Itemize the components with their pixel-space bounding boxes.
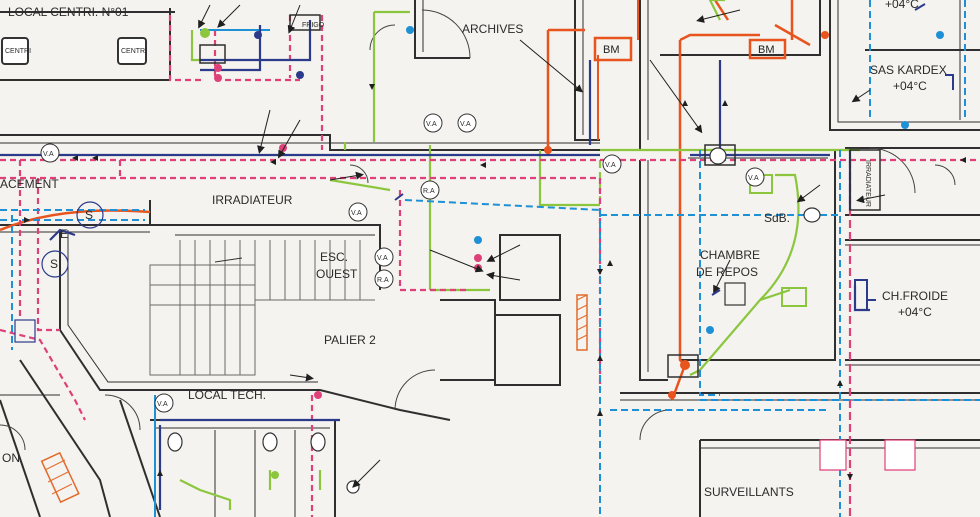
room-chambre-line1: CHAMBRE	[700, 248, 760, 262]
frigo-label: FRIGO	[302, 22, 325, 29]
green-network	[179, 0, 860, 510]
s-label-2: S	[50, 257, 58, 271]
room-top-right-temp: +04°C	[885, 0, 919, 11]
room-ch-froide: CH.FROIDE	[882, 289, 948, 303]
sensor-circles: S S	[41, 201, 104, 278]
bm-label-right: BM	[758, 44, 775, 56]
room-sas-kardex-temp: +04°C	[893, 79, 927, 93]
room-sdb: SdB.	[764, 211, 790, 225]
room-local-tech: LOCAL TECH.	[188, 388, 266, 402]
room-archives: ARCHIVES	[462, 22, 523, 36]
stair-treads	[149, 240, 375, 376]
va-label: V.A	[43, 151, 54, 158]
irradiateur-tag: IRRADIATEUR	[864, 160, 871, 207]
va-label: V.A	[748, 175, 759, 182]
hazard-hatch	[40, 294, 588, 504]
door-swings	[0, 9, 956, 451]
line-arrowheads	[24, 84, 966, 480]
room-esc-ouest-line2: OUEST	[316, 267, 358, 281]
room-placement: ACEMENT	[0, 177, 59, 191]
s-label-1: S	[85, 208, 93, 222]
equipment-labels: BM BM FRIGO IRRADIATEUR	[302, 22, 871, 207]
va-label: V.A	[460, 121, 471, 128]
valves	[40, 113, 765, 413]
va-label: V.A	[157, 401, 168, 408]
room-local-centri: LOCAL CENTRI. N°01	[8, 5, 129, 19]
room-irradiateur: IRRADIATEUR	[212, 193, 293, 207]
ra-label: R.A	[423, 188, 435, 195]
room-ch-froide-temp: +04°C	[898, 305, 932, 319]
junction-dots	[200, 26, 944, 479]
bm-label-archives: BM	[603, 44, 620, 56]
room-esc-ouest-line1: ESC.	[320, 250, 348, 264]
sanitary-fixtures	[14, 147, 916, 494]
unit-markers	[394, 3, 954, 311]
valve-labels: V.A V.A V.A V.A R.A V.A R.A V.A V.A V.A	[43, 121, 759, 408]
va-label: V.A	[377, 255, 388, 262]
room-labels: LOCAL CENTRI. N°01 ARCHIVES SAS KARDEX +…	[0, 0, 948, 499]
bm-box-right	[748, 38, 787, 60]
ra-label: R.A	[377, 277, 389, 284]
room-sas-kardex: SAS KARDEX	[870, 63, 947, 77]
room-chambre-line2: DE REPOS	[696, 265, 758, 279]
va-label: V.A	[426, 121, 437, 128]
room-surveillants: SURVEILLANTS	[704, 485, 794, 499]
centrifuge-units: CENTRI CENTRI	[1, 37, 147, 65]
room-on-fragment: ON	[2, 451, 20, 465]
centri-label-1: CENTRI	[5, 48, 31, 55]
shafts	[199, 14, 881, 378]
va-label: V.A	[605, 162, 616, 169]
va-label: V.A	[351, 210, 362, 217]
flow-arrows	[198, 4, 886, 488]
room-palier: PALIER 2	[324, 333, 376, 347]
centri-label-2: CENTRI	[121, 48, 147, 55]
zone-e: E	[60, 227, 68, 241]
bm-box-archives	[593, 36, 633, 62]
green-fixture-box	[781, 287, 807, 307]
